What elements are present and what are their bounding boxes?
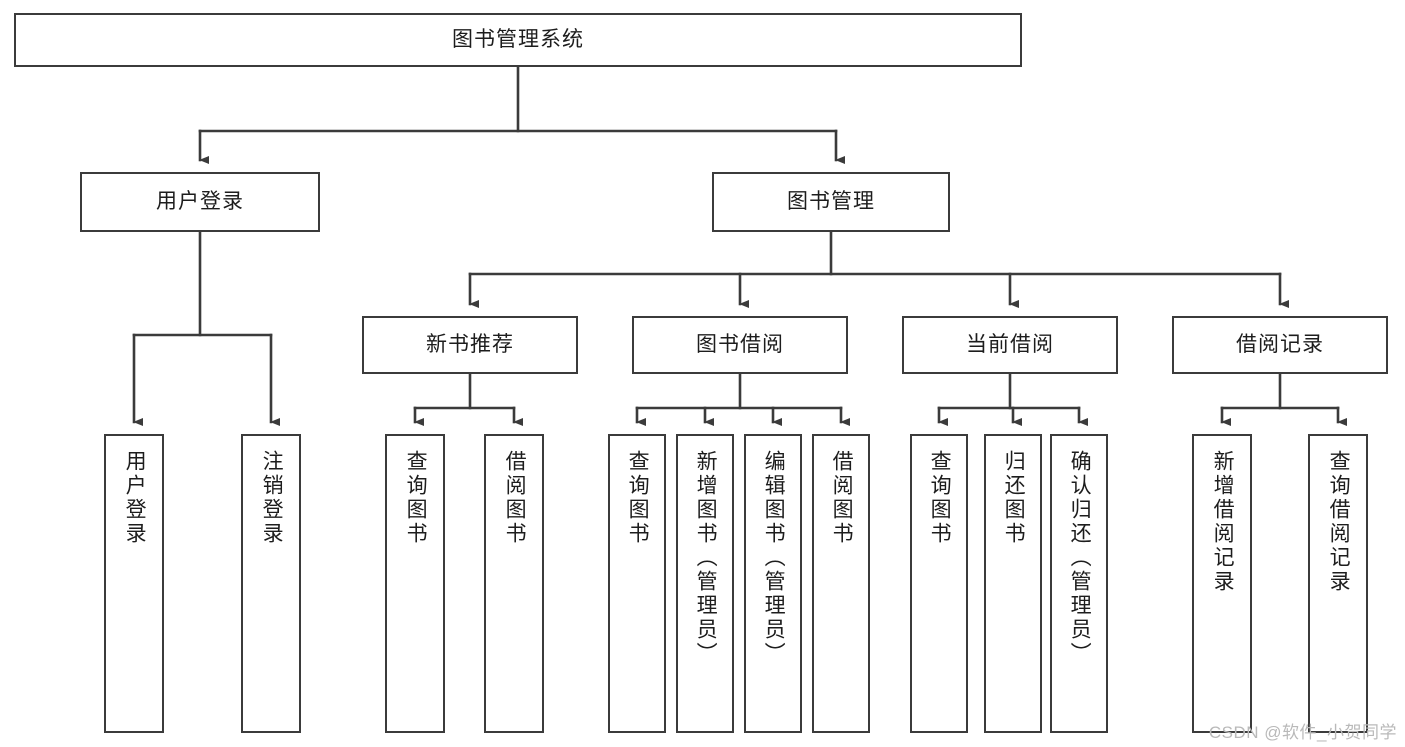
node-book-borrow-label: 图书借阅 bbox=[696, 333, 784, 357]
node-leaf-query-book-3[interactable]: 查询图书 bbox=[910, 434, 968, 733]
node-leaf-query-book-1-label: 查询图书 bbox=[404, 450, 428, 546]
node-leaf-confirm-return-label: 确认归还（管理员） bbox=[1068, 450, 1092, 666]
node-book-manage[interactable]: 图书管理 bbox=[712, 172, 950, 232]
node-leaf-add-record-label: 新增借阅记录 bbox=[1211, 450, 1235, 594]
node-leaf-query-record-label: 查询借阅记录 bbox=[1327, 450, 1351, 594]
node-leaf-user-login-label: 用户登录 bbox=[123, 450, 147, 546]
node-borrow-record-label: 借阅记录 bbox=[1236, 333, 1324, 357]
node-leaf-borrow-book-1[interactable]: 借阅图书 bbox=[484, 434, 544, 733]
node-leaf-user-login[interactable]: 用户登录 bbox=[104, 434, 164, 733]
node-leaf-borrow-book-2[interactable]: 借阅图书 bbox=[812, 434, 870, 733]
node-leaf-edit-book[interactable]: 编辑图书（管理员） bbox=[744, 434, 802, 733]
node-current-borrow[interactable]: 当前借阅 bbox=[902, 316, 1118, 374]
watermark-text: CSDN @软件_小贺同学 bbox=[1208, 723, 1397, 742]
node-leaf-borrow-book-1-label: 借阅图书 bbox=[503, 450, 527, 546]
node-leaf-add-book[interactable]: 新增图书（管理员） bbox=[676, 434, 734, 733]
node-leaf-query-book-3-label: 查询图书 bbox=[928, 450, 952, 546]
node-user-login[interactable]: 用户登录 bbox=[80, 172, 320, 232]
node-leaf-return-book-label: 归还图书 bbox=[1002, 450, 1026, 546]
node-leaf-logout[interactable]: 注销登录 bbox=[241, 434, 301, 733]
node-leaf-query-book-1[interactable]: 查询图书 bbox=[385, 434, 445, 733]
node-leaf-query-book-2-label: 查询图书 bbox=[626, 450, 650, 546]
node-root-label: 图书管理系统 bbox=[452, 28, 584, 52]
node-borrow-record[interactable]: 借阅记录 bbox=[1172, 316, 1388, 374]
node-leaf-borrow-book-2-label: 借阅图书 bbox=[830, 450, 854, 546]
node-new-book-recommend-label: 新书推荐 bbox=[426, 333, 514, 357]
node-current-borrow-label: 当前借阅 bbox=[966, 333, 1054, 357]
node-leaf-query-book-2[interactable]: 查询图书 bbox=[608, 434, 666, 733]
node-leaf-return-book[interactable]: 归还图书 bbox=[984, 434, 1042, 733]
node-book-manage-label: 图书管理 bbox=[787, 190, 875, 214]
node-leaf-confirm-return[interactable]: 确认归还（管理员） bbox=[1050, 434, 1108, 733]
node-book-borrow[interactable]: 图书借阅 bbox=[632, 316, 848, 374]
node-leaf-query-record[interactable]: 查询借阅记录 bbox=[1308, 434, 1368, 733]
node-root[interactable]: 图书管理系统 bbox=[14, 13, 1022, 67]
node-new-book-recommend[interactable]: 新书推荐 bbox=[362, 316, 578, 374]
node-leaf-edit-book-label: 编辑图书（管理员） bbox=[762, 450, 786, 666]
node-leaf-logout-label: 注销登录 bbox=[260, 450, 284, 546]
node-user-login-label: 用户登录 bbox=[156, 190, 244, 214]
node-leaf-add-book-label: 新增图书（管理员） bbox=[694, 450, 718, 666]
node-leaf-add-record[interactable]: 新增借阅记录 bbox=[1192, 434, 1252, 733]
